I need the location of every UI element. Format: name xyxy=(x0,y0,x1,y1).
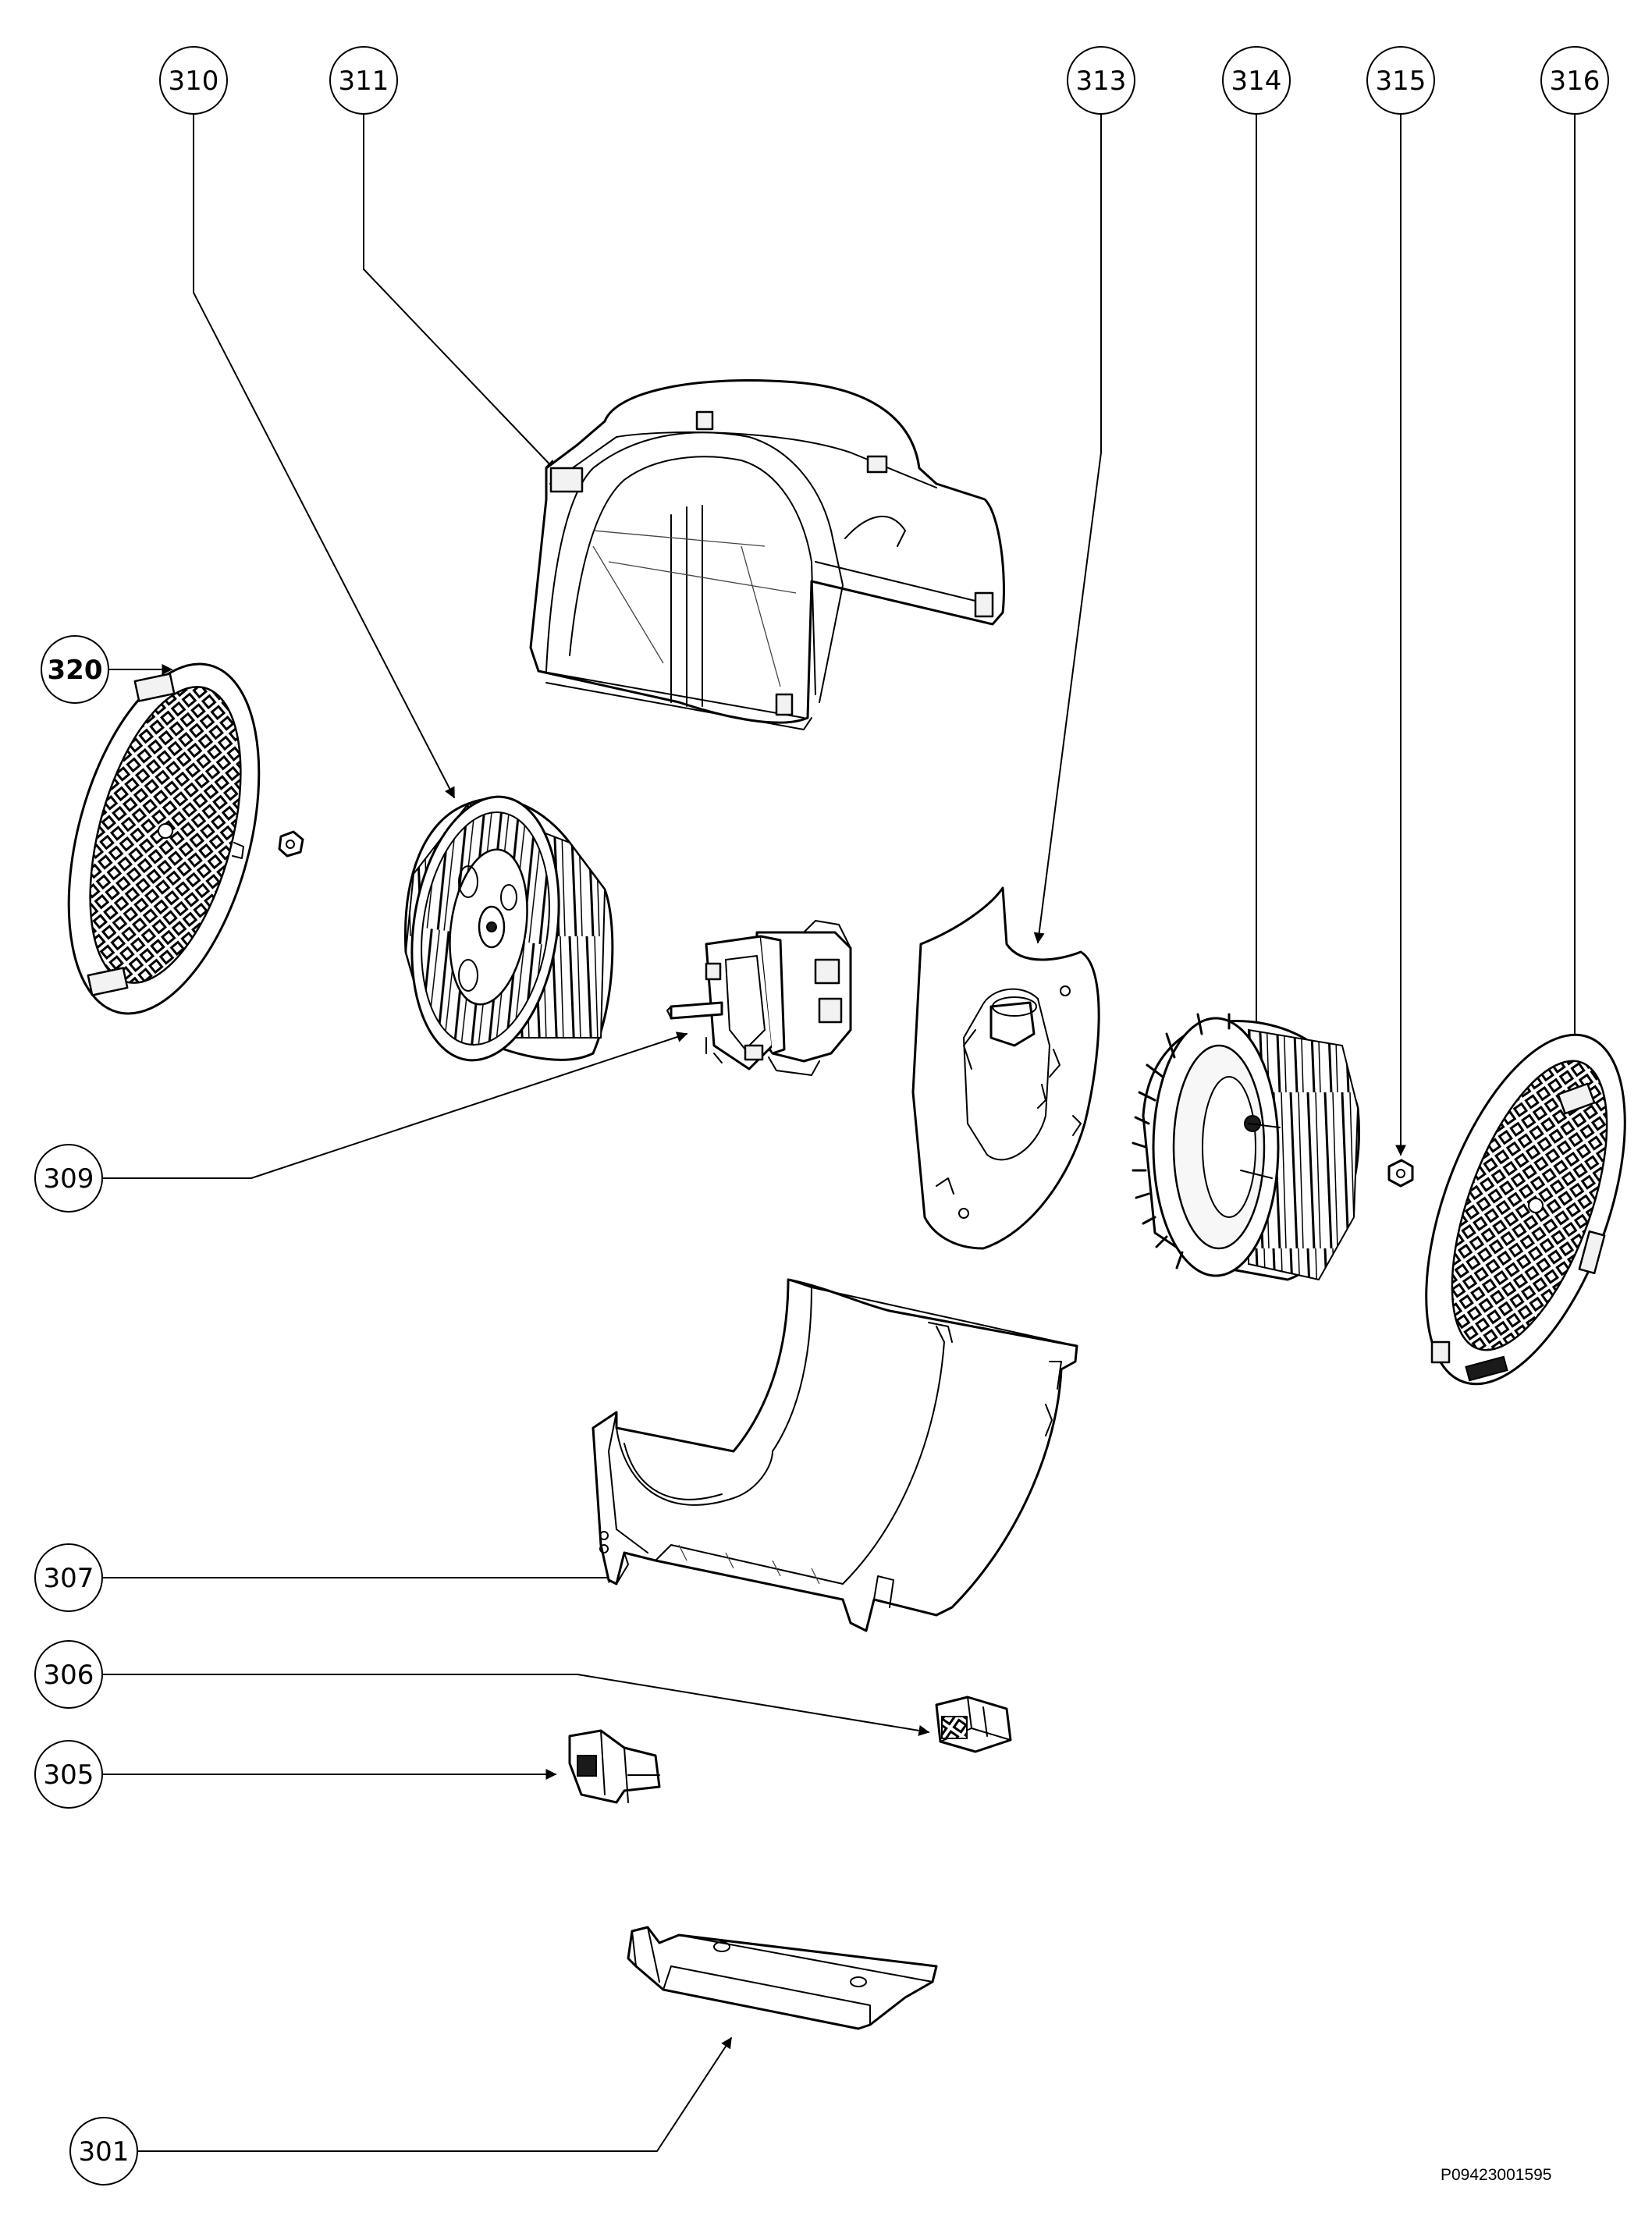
svg-text:309: 309 xyxy=(44,1163,94,1195)
callout-309: 309 xyxy=(34,1144,103,1213)
impeller-314-outer-fins xyxy=(1132,1013,1231,1269)
part-314-right-impeller xyxy=(1132,1013,1361,1281)
callout-307: 307 xyxy=(34,1543,103,1612)
svg-text:305: 305 xyxy=(44,1759,94,1791)
part-310-left-impeller xyxy=(403,795,614,1062)
part-311-upper-housing xyxy=(529,378,1005,730)
svg-text:307: 307 xyxy=(44,1563,94,1594)
svg-text:314: 314 xyxy=(1231,66,1282,97)
part-316-rear-grille xyxy=(1425,1033,1626,1386)
callout-305: 305 xyxy=(34,1740,103,1809)
part-309-motor xyxy=(666,920,852,1076)
callout-320: 320 xyxy=(41,635,109,704)
callout-313: 313 xyxy=(1067,46,1135,115)
leader-lines xyxy=(101,112,1580,2152)
callout-316: 316 xyxy=(1540,46,1609,115)
svg-text:320: 320 xyxy=(48,655,103,686)
part-313-side-plate xyxy=(911,886,1100,1250)
svg-text:301: 301 xyxy=(79,2136,130,2168)
document-code: P09423001595 xyxy=(1441,2166,1552,2184)
svg-text:313: 313 xyxy=(1076,66,1127,97)
callout-306: 306 xyxy=(34,1640,103,1709)
part-301-bracket xyxy=(627,1926,938,2030)
callout-311: 311 xyxy=(329,46,398,115)
svg-text:310: 310 xyxy=(169,66,219,97)
svg-text:306: 306 xyxy=(44,1660,94,1691)
part-306-connector xyxy=(935,1696,1012,1753)
part-307-lower-housing xyxy=(592,1278,1078,1632)
callout-314: 314 xyxy=(1222,46,1291,115)
part-315-nut xyxy=(1387,1159,1414,1188)
svg-text:311: 311 xyxy=(339,66,389,97)
callout-310: 310 xyxy=(159,46,228,115)
callout-315: 315 xyxy=(1366,46,1435,115)
part-305-connector xyxy=(568,1729,661,1804)
part-nut-left xyxy=(278,830,304,858)
svg-text:316: 316 xyxy=(1550,66,1600,97)
part-320-front-grille xyxy=(67,662,261,1015)
callout-301: 301 xyxy=(69,2117,138,2186)
svg-text:315: 315 xyxy=(1376,66,1426,97)
